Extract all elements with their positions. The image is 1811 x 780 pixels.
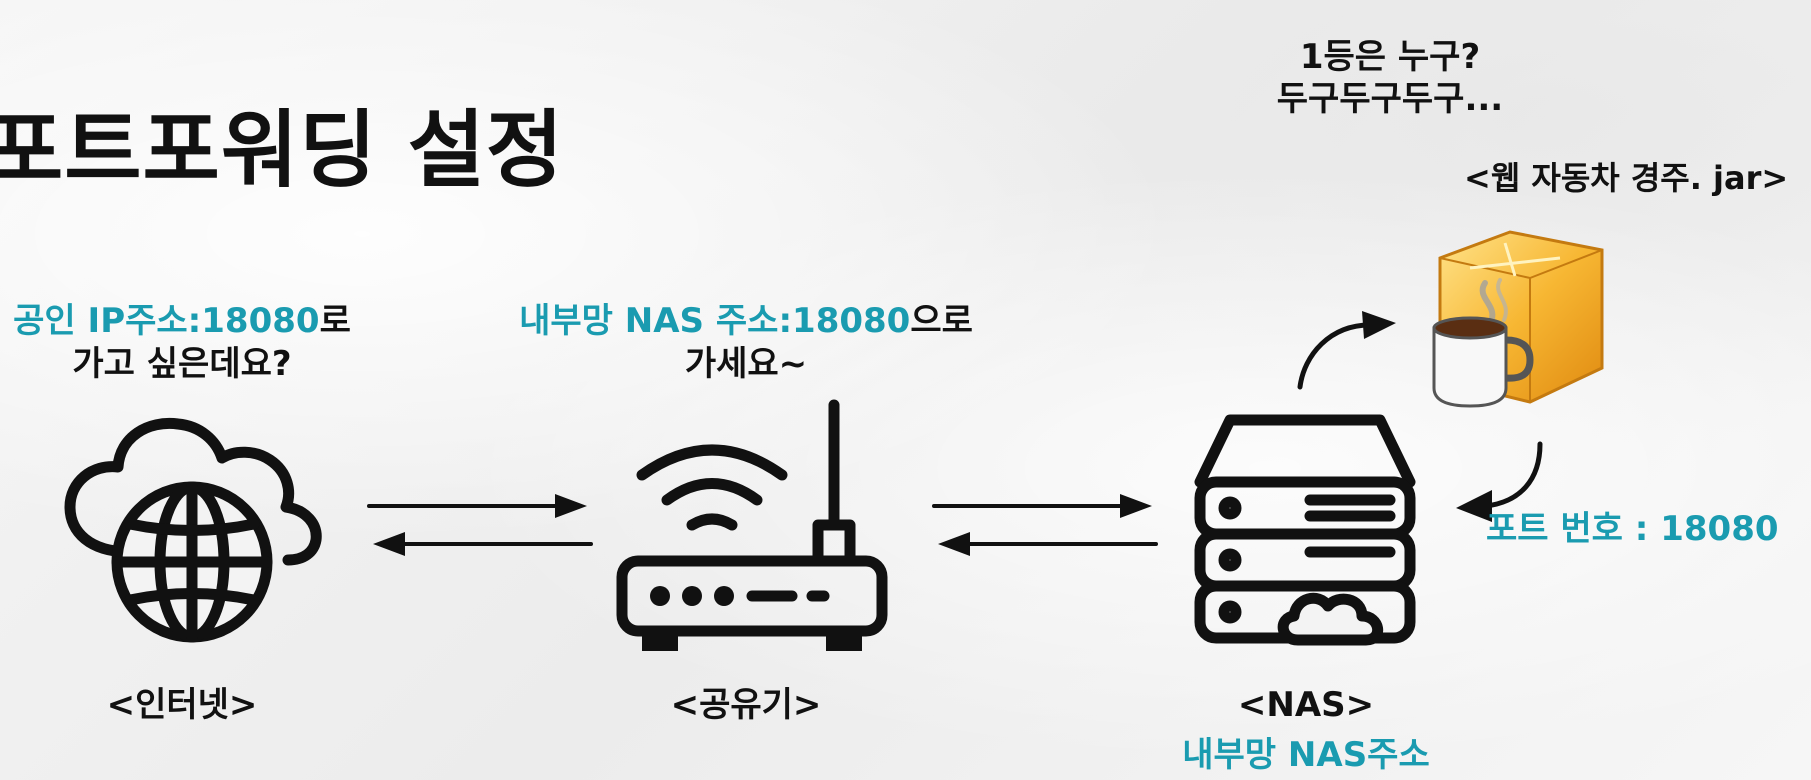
router-icon xyxy=(616,399,888,651)
arrow-right-icon xyxy=(555,494,587,518)
internet-question-line2: 가고 싶은데요? xyxy=(72,344,292,384)
internet-router-arrows xyxy=(367,494,593,556)
java-jar-coffee-icon xyxy=(1432,230,1604,408)
router-nas-arrows xyxy=(932,494,1158,556)
internal-nas-address: 내부망 NAS 주소:18080 xyxy=(519,301,911,341)
jar-label: <웹 자동차 경주. jar> xyxy=(1464,159,1789,197)
curved-arrow-down-icon xyxy=(1456,441,1543,522)
curved-arrow-up-icon xyxy=(1297,311,1396,390)
internet-question-line1: 공인 IP주소:18080로 xyxy=(13,301,351,341)
router-answer-line2: 가세요~ xyxy=(684,344,808,384)
nas-label: <NAS> xyxy=(1237,685,1375,725)
arrow-left-icon xyxy=(373,532,405,556)
internet-cloud-globe-icon xyxy=(64,417,322,643)
top-note-line2: 두구두구두구... xyxy=(1276,79,1504,119)
internet-label: <인터넷> xyxy=(106,685,258,725)
answer-suffix: 으로 xyxy=(910,301,973,341)
nas-internal-address-label: 내부망 NAS주소 xyxy=(1182,735,1430,775)
arrow-left-icon xyxy=(938,532,970,556)
arrow-right-icon xyxy=(1120,494,1152,518)
nas-server-icon xyxy=(1194,414,1416,646)
page-title: 포트포워딩 설정 xyxy=(0,101,565,199)
router-label: <공유기> xyxy=(670,685,822,725)
router-answer-line1: 내부망 NAS 주소:18080으로 xyxy=(519,301,973,341)
question-suffix: 로 xyxy=(319,301,351,341)
port-number-label: 포트 번호 : 18080 xyxy=(1486,509,1779,549)
top-note-line1: 1등은 누구? xyxy=(1299,37,1481,77)
public-ip-address: 공인 IP주소:18080 xyxy=(13,301,320,341)
